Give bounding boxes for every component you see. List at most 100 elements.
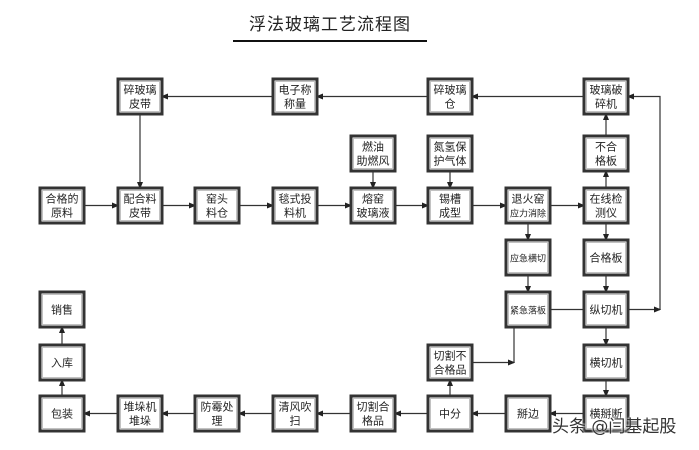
node-inner-border: [508, 242, 548, 273]
node-label: 称量: [284, 97, 306, 111]
node-label: 切割合: [357, 400, 390, 414]
node-inner-border: [353, 190, 393, 221]
node-label: 包装: [51, 408, 73, 421]
node-border: [38, 343, 86, 382]
node-border: [271, 186, 319, 225]
node-border: [38, 186, 86, 225]
node-border: [582, 186, 630, 225]
node-inner-border: [275, 398, 315, 429]
node-label: 料仓: [206, 206, 228, 220]
node-inner-border: [508, 294, 548, 325]
node-inner-border: [42, 190, 82, 221]
node-inner-border: [430, 81, 470, 112]
node-long-cut: 纵切机: [582, 290, 630, 329]
node-label: 皮带: [129, 98, 151, 111]
node-good: 合格板: [582, 238, 630, 277]
node-label: 毯式投: [279, 192, 312, 206]
node-border: [116, 394, 164, 433]
node-label: 清风吹: [279, 401, 312, 414]
node-label: 碎玻璃: [434, 83, 467, 97]
node-label: 横切机: [590, 356, 623, 370]
node-inner-border: [353, 138, 393, 169]
node-label: 锡槽: [439, 192, 461, 206]
node-inner-border: [586, 190, 626, 221]
node-border: [582, 394, 630, 433]
node-border: [582, 290, 630, 329]
node-label: 玻璃液: [357, 206, 390, 220]
node-label: 皮带: [129, 207, 151, 220]
node-label: 切割不: [434, 349, 467, 363]
node-border: [426, 77, 474, 116]
node-edge: 掰边: [504, 394, 552, 433]
node-inner-border: [508, 190, 548, 221]
node-border: [426, 394, 474, 433]
node-border: [504, 238, 552, 277]
node-inner-border: [353, 398, 393, 429]
node-label: 应力消除: [510, 208, 546, 220]
node-border: [582, 343, 630, 382]
node-label: 助燃风: [357, 154, 390, 168]
node-label: 掰边: [517, 408, 539, 421]
node-inner-border: [586, 398, 626, 429]
node-label: 碎玻璃: [124, 83, 157, 97]
title-underline: [233, 40, 427, 42]
node-inner-border: [197, 190, 237, 221]
node-inner-border: [430, 347, 470, 378]
edge-bus-to-crusher: [626, 93, 661, 310]
node-label: 堆垛: [129, 415, 151, 428]
node-label: 纵切机: [590, 303, 623, 317]
node-label: 格品: [362, 414, 384, 428]
node-border: [193, 394, 241, 433]
node-border: [271, 394, 319, 433]
node-border: [116, 186, 164, 225]
node-border: [349, 134, 397, 173]
node-inner-border: [42, 398, 82, 429]
node-border: [504, 290, 552, 329]
node-label: 熔窑: [362, 192, 384, 206]
node-inner-border: [430, 398, 470, 429]
node-label: 成型: [439, 206, 461, 220]
node-label: 紧急落板: [510, 305, 546, 317]
node-label: 横掰断: [590, 407, 623, 421]
diagram-title: 浮法玻璃工艺流程图: [249, 15, 411, 35]
node-label: 扫: [290, 415, 301, 428]
node-inner-border: [120, 81, 160, 112]
node-label: 理: [212, 415, 223, 428]
node-inner-border: [42, 294, 82, 325]
node-label: 碎机: [595, 97, 617, 111]
node-inner-border: [430, 190, 470, 221]
node-border: [116, 77, 164, 116]
node-border: [582, 77, 630, 116]
node-inner-border: [275, 190, 315, 221]
node-label: 合格板: [590, 251, 623, 265]
node-label: 窑头: [206, 192, 228, 206]
node-border: [38, 290, 86, 329]
node-border: [582, 134, 630, 173]
node-inner-border: [197, 398, 237, 429]
node-border: [193, 186, 241, 225]
node-border: [271, 77, 319, 116]
process-nodes: 合格的原料配合料皮带窑头料仓毯式投料机熔窑玻璃液锡槽成型退火窑应力消除在线检测仪…: [38, 77, 630, 433]
node-label: 合格的: [46, 192, 79, 206]
node-label: 入库: [51, 357, 73, 370]
node-border: [38, 394, 86, 433]
node-emerg-drop: 紧急落板: [504, 290, 552, 329]
node-label: 原料: [51, 206, 73, 220]
node-inner-border: [586, 81, 626, 112]
node-inner-border: [42, 347, 82, 378]
node-label: 配合料: [124, 192, 157, 206]
node-snap: 横掰断: [582, 394, 630, 433]
node-split: 中分: [426, 394, 474, 433]
